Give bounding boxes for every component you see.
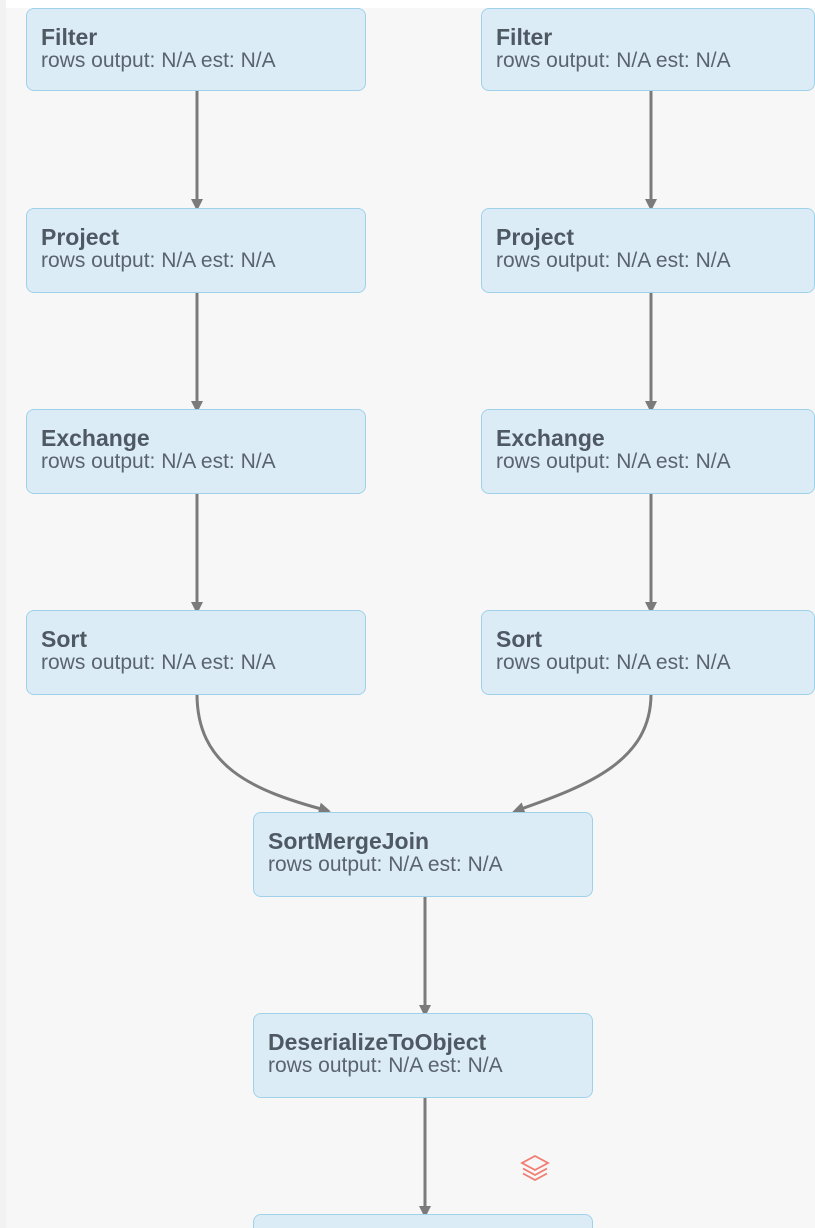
sortmergejoin-node[interactable]: SortMergeJoin rows output: N/A est: N/A [253, 812, 593, 897]
node-stats: rows output: N/A est: N/A [496, 49, 731, 72]
edge-sort-right-join [512, 693, 653, 814]
node-stats: rows output: N/A est: N/A [268, 1054, 503, 1077]
node-title: Sort [496, 626, 542, 652]
stacked-layers-icon [517, 1151, 553, 1187]
node-title: Project [496, 224, 574, 250]
node-title: Exchange [496, 425, 605, 451]
project-node-left[interactable]: Project rows output: N/A est: N/A [26, 208, 366, 293]
node-stats: rows output: N/A est: N/A [268, 853, 503, 876]
top-divider [0, 0, 815, 8]
node-stats: rows output: N/A est: N/A [41, 651, 276, 674]
left-edge-shade [0, 0, 6, 1228]
node-title: Filter [41, 24, 98, 50]
sort-node-left[interactable]: Sort rows output: N/A est: N/A [26, 610, 366, 695]
node-title: SortMergeJoin [268, 828, 430, 854]
node-stats: rows output: N/A est: N/A [41, 450, 276, 473]
filter-node-right[interactable]: Filter rows output: N/A est: N/A [481, 8, 815, 91]
node-stats: rows output: N/A est: N/A [496, 651, 731, 674]
node-title: DeserializeToObject [268, 1029, 487, 1055]
exchange-node-left[interactable]: Exchange rows output: N/A est: N/A [26, 409, 366, 494]
exchange-node-right[interactable]: Exchange rows output: N/A est: N/A [481, 409, 815, 494]
node-title: Exchange [41, 425, 150, 451]
project-node-right[interactable]: Project rows output: N/A est: N/A [481, 208, 815, 293]
sort-node-right[interactable]: Sort rows output: N/A est: N/A [481, 610, 815, 695]
node-stats: rows output: N/A est: N/A [496, 249, 731, 272]
node-title: Sort [41, 626, 87, 652]
node-stats: rows output: N/A est: N/A [496, 450, 731, 473]
node-stats: rows output: N/A est: N/A [41, 249, 276, 272]
filter-node-left[interactable]: Filter rows output: N/A est: N/A [26, 8, 366, 91]
node-stats: rows output: N/A est: N/A [41, 49, 276, 72]
deserializetoobject-node[interactable]: DeserializeToObject rows output: N/A est… [253, 1013, 593, 1098]
node-title: Project [41, 224, 119, 250]
node-title: Filter [496, 24, 553, 50]
bottom-node-cut-off[interactable] [253, 1214, 593, 1228]
edge-sort-left-join [195, 693, 331, 815]
